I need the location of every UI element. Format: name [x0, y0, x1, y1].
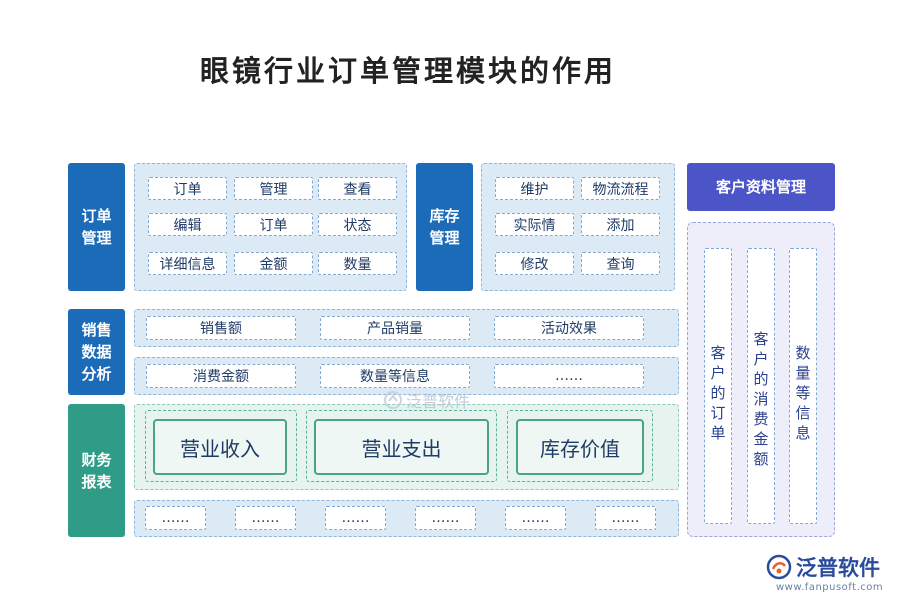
finance-item: 营业支出	[314, 419, 489, 475]
customer-column-text: 数量等信息	[795, 344, 811, 442]
inventory-cell: 实际情	[495, 213, 574, 236]
finance-dots-cell: ……	[235, 506, 296, 530]
inventory-cell: 添加	[581, 213, 660, 236]
finance-dots-panel	[134, 500, 679, 537]
customer-column-text: 客户的订单	[710, 344, 726, 442]
inventory-management-label-text: 库存管理	[429, 207, 460, 247]
brand-logo: 泛普软件	[766, 552, 880, 582]
sales-cell: 消费金额	[146, 364, 296, 388]
order-cell: 数量	[318, 252, 397, 275]
sales-cell: 销售额	[146, 316, 296, 340]
watermark-logo-icon	[384, 391, 402, 409]
inventory-management-label: 库存管理	[416, 163, 473, 291]
finance-dots-cell: ……	[415, 506, 476, 530]
order-cell: 金额	[234, 252, 313, 275]
finance-item: 营业收入	[153, 419, 287, 475]
inventory-cell: 物流流程	[581, 177, 660, 200]
order-management-label: 订单管理	[68, 163, 125, 291]
finance-dots-cell: ……	[145, 506, 206, 530]
page-title: 眼镜行业订单管理模块的作用	[200, 54, 617, 88]
finance-dots-cell: ……	[595, 506, 656, 530]
finance-report-label: 财务报表	[68, 404, 125, 537]
customer-column: 客户的消费金额	[747, 248, 775, 524]
finance-item: 库存价值	[516, 419, 644, 475]
customer-management-label: 客户资料管理	[687, 163, 835, 211]
inventory-cell: 维护	[495, 177, 574, 200]
inventory-cell: 修改	[495, 252, 574, 275]
customer-column-text: 客户的消费金额	[753, 330, 769, 468]
customer-column: 客户的订单	[704, 248, 732, 524]
order-cell: 详细信息	[148, 252, 227, 275]
sales-cell: 产品销量	[320, 316, 470, 340]
sales-cell: 数量等信息	[320, 364, 470, 388]
fanpu-logo-icon	[766, 554, 792, 580]
order-cell: 查看	[318, 177, 397, 200]
finance-report-label-text: 财务报表	[81, 450, 112, 491]
sales-cell: 活动效果	[494, 316, 644, 340]
sales-analysis-label-text: 销售数据分析	[81, 321, 112, 383]
sales-cell: ……	[494, 364, 644, 388]
order-management-label-text: 订单管理	[81, 207, 112, 247]
sales-analysis-label: 销售数据分析	[68, 309, 125, 395]
finance-dots-cell: ……	[505, 506, 566, 530]
order-cell: 管理	[234, 177, 313, 200]
brand-name: 泛普软件	[796, 556, 880, 580]
order-cell: 订单	[148, 177, 227, 200]
watermark: 泛普软件	[384, 388, 470, 412]
order-cell: 状态	[318, 213, 397, 236]
order-cell: 编辑	[148, 213, 227, 236]
watermark-text: 泛普软件	[406, 392, 471, 411]
finance-dots-cell: ……	[325, 506, 386, 530]
brand-url: www.fanpusoft.com	[776, 582, 884, 593]
order-cell: 订单	[234, 213, 313, 236]
inventory-cell: 查询	[581, 252, 660, 275]
customer-column: 数量等信息	[789, 248, 817, 524]
